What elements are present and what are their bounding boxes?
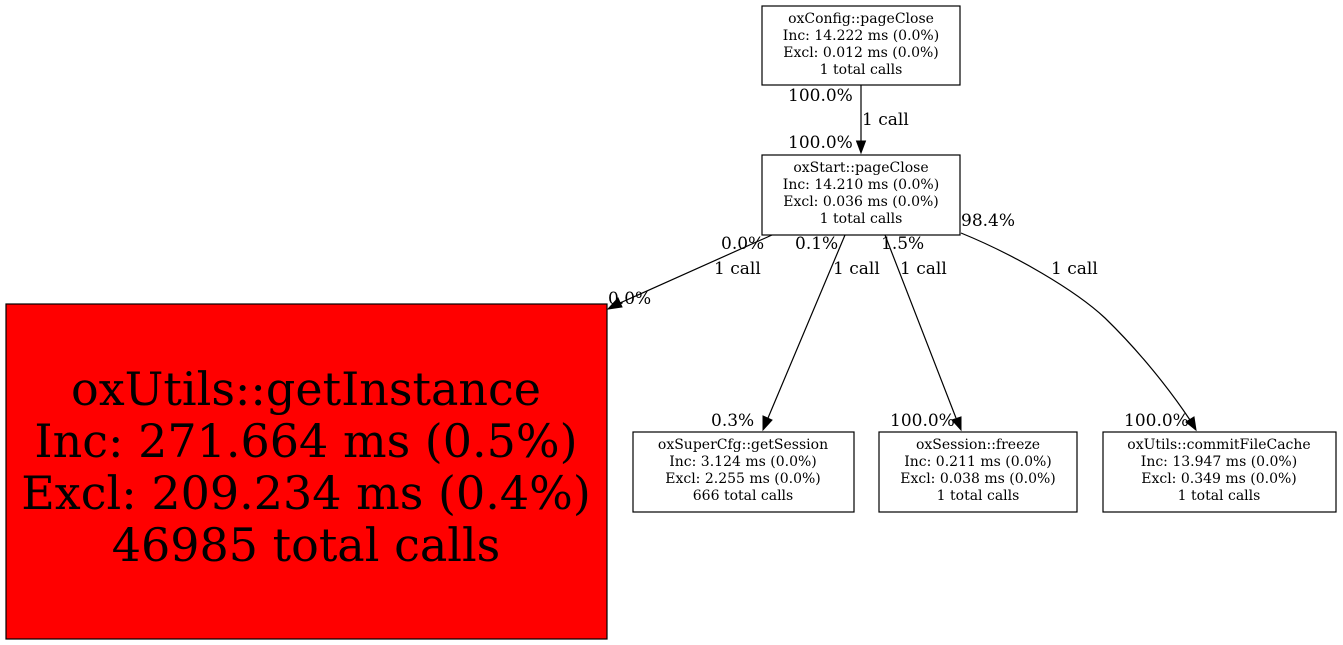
- node-oxsupercfg-getsession[interactable]: oxSuperCfg::getSession Inc: 3.124 ms (0.…: [632, 431, 855, 513]
- node-box: [5, 303, 608, 640]
- edge-head-percent: 0.0%: [608, 289, 651, 309]
- arrowhead: [606, 297, 623, 310]
- node-total-calls: 1 total calls: [937, 488, 1020, 504]
- node-oxstart-pageclose[interactable]: oxStart::pageClose Inc: 14.210 ms (0.0%)…: [761, 154, 961, 236]
- node-total-calls: 1 total calls: [820, 62, 903, 78]
- arrowhead: [855, 140, 867, 155]
- node-box: [632, 431, 855, 513]
- edge-call-label: 1 call: [862, 110, 909, 130]
- node-function-name: oxUtils::commitFileCache: [1127, 437, 1310, 453]
- edge-start-to-freeze: 1 call 1.5% 100.0%: [881, 234, 962, 432]
- edge-call-label: 1 call: [833, 259, 880, 279]
- node-box: [878, 431, 1078, 513]
- node-oxutils-getinstance[interactable]: oxUtils::getInstance Inc: 271.664 ms (0.…: [5, 303, 608, 640]
- node-box: [761, 5, 961, 86]
- edge-call-label: 1 call: [1051, 259, 1098, 279]
- edge-config-to-start: 1 call 100.0% 100.0%: [788, 85, 909, 155]
- node-exclusive-time: Excl: 0.036 ms (0.0%): [783, 194, 939, 210]
- node-exclusive-time: Excl: 209.234 ms (0.4%): [21, 466, 591, 520]
- node-exclusive-time: Excl: 0.012 ms (0.0%): [783, 45, 939, 61]
- edge-start-to-getsession: 1 call 0.1% 0.3%: [711, 234, 880, 432]
- node-total-calls: 46985 total calls: [112, 518, 501, 572]
- node-inclusive-time: Inc: 0.211 ms (0.0%): [904, 454, 1052, 470]
- edge-head-percent: 100.0%: [788, 133, 853, 153]
- edge-tail-percent: 0.1%: [795, 234, 838, 254]
- node-function-name: oxUtils::getInstance: [71, 362, 541, 416]
- edge-tail-percent: 1.5%: [881, 234, 924, 254]
- node-function-name: oxSession::freeze: [916, 437, 1040, 453]
- arrowhead: [951, 416, 962, 432]
- node-inclusive-time: Inc: 3.124 ms (0.0%): [669, 454, 817, 470]
- node-oxutils-commitfilecache[interactable]: oxUtils::commitFileCache Inc: 13.947 ms …: [1102, 431, 1337, 513]
- edge-head-percent: 0.3%: [711, 411, 754, 431]
- arrowhead: [762, 415, 773, 432]
- edge-line: [960, 232, 1191, 421]
- edge-tail-percent: 98.4%: [961, 211, 1015, 231]
- arrowhead: [1185, 416, 1197, 432]
- node-box: [761, 154, 961, 236]
- node-oxsession-freeze[interactable]: oxSession::freeze Inc: 0.211 ms (0.0%) E…: [878, 431, 1078, 513]
- node-inclusive-time: Inc: 271.664 ms (0.5%): [34, 414, 577, 468]
- edge-head-percent: 100.0%: [1124, 411, 1189, 431]
- node-function-name: oxSuperCfg::getSession: [658, 437, 828, 453]
- edge-head-percent: 100.0%: [890, 411, 955, 431]
- node-total-calls: 666 total calls: [693, 488, 793, 504]
- edge-line: [767, 234, 846, 419]
- node-exclusive-time: Excl: 0.038 ms (0.0%): [900, 471, 1056, 487]
- edge-tail-percent: 0.0%: [721, 234, 764, 254]
- node-exclusive-time: Excl: 0.349 ms (0.0%): [1141, 471, 1297, 487]
- edge-line: [884, 234, 957, 419]
- node-function-name: oxConfig::pageClose: [788, 11, 934, 27]
- node-oxconfig-pageclose[interactable]: oxConfig::pageClose Inc: 14.222 ms (0.0%…: [761, 5, 961, 86]
- node-function-name: oxStart::pageClose: [793, 160, 928, 176]
- edge-start-to-getinstance: 1 call 0.0% 0.0%: [606, 234, 773, 310]
- node-box: [1102, 431, 1337, 513]
- node-inclusive-time: Inc: 14.210 ms (0.0%): [783, 177, 939, 193]
- edge-call-label: 1 call: [714, 259, 761, 279]
- node-inclusive-time: Inc: 14.222 ms (0.0%): [783, 28, 939, 44]
- node-exclusive-time: Excl: 2.255 ms (0.0%): [665, 471, 821, 487]
- edge-tail-percent: 100.0%: [788, 86, 853, 106]
- edge-start-to-commitfilecache: 1 call 98.4% 100.0%: [960, 211, 1197, 432]
- node-inclusive-time: Inc: 13.947 ms (0.0%): [1141, 454, 1297, 470]
- edge-call-label: 1 call: [900, 259, 947, 279]
- edge-line: [619, 234, 773, 304]
- node-total-calls: 1 total calls: [820, 211, 903, 227]
- node-total-calls: 1 total calls: [1178, 488, 1261, 504]
